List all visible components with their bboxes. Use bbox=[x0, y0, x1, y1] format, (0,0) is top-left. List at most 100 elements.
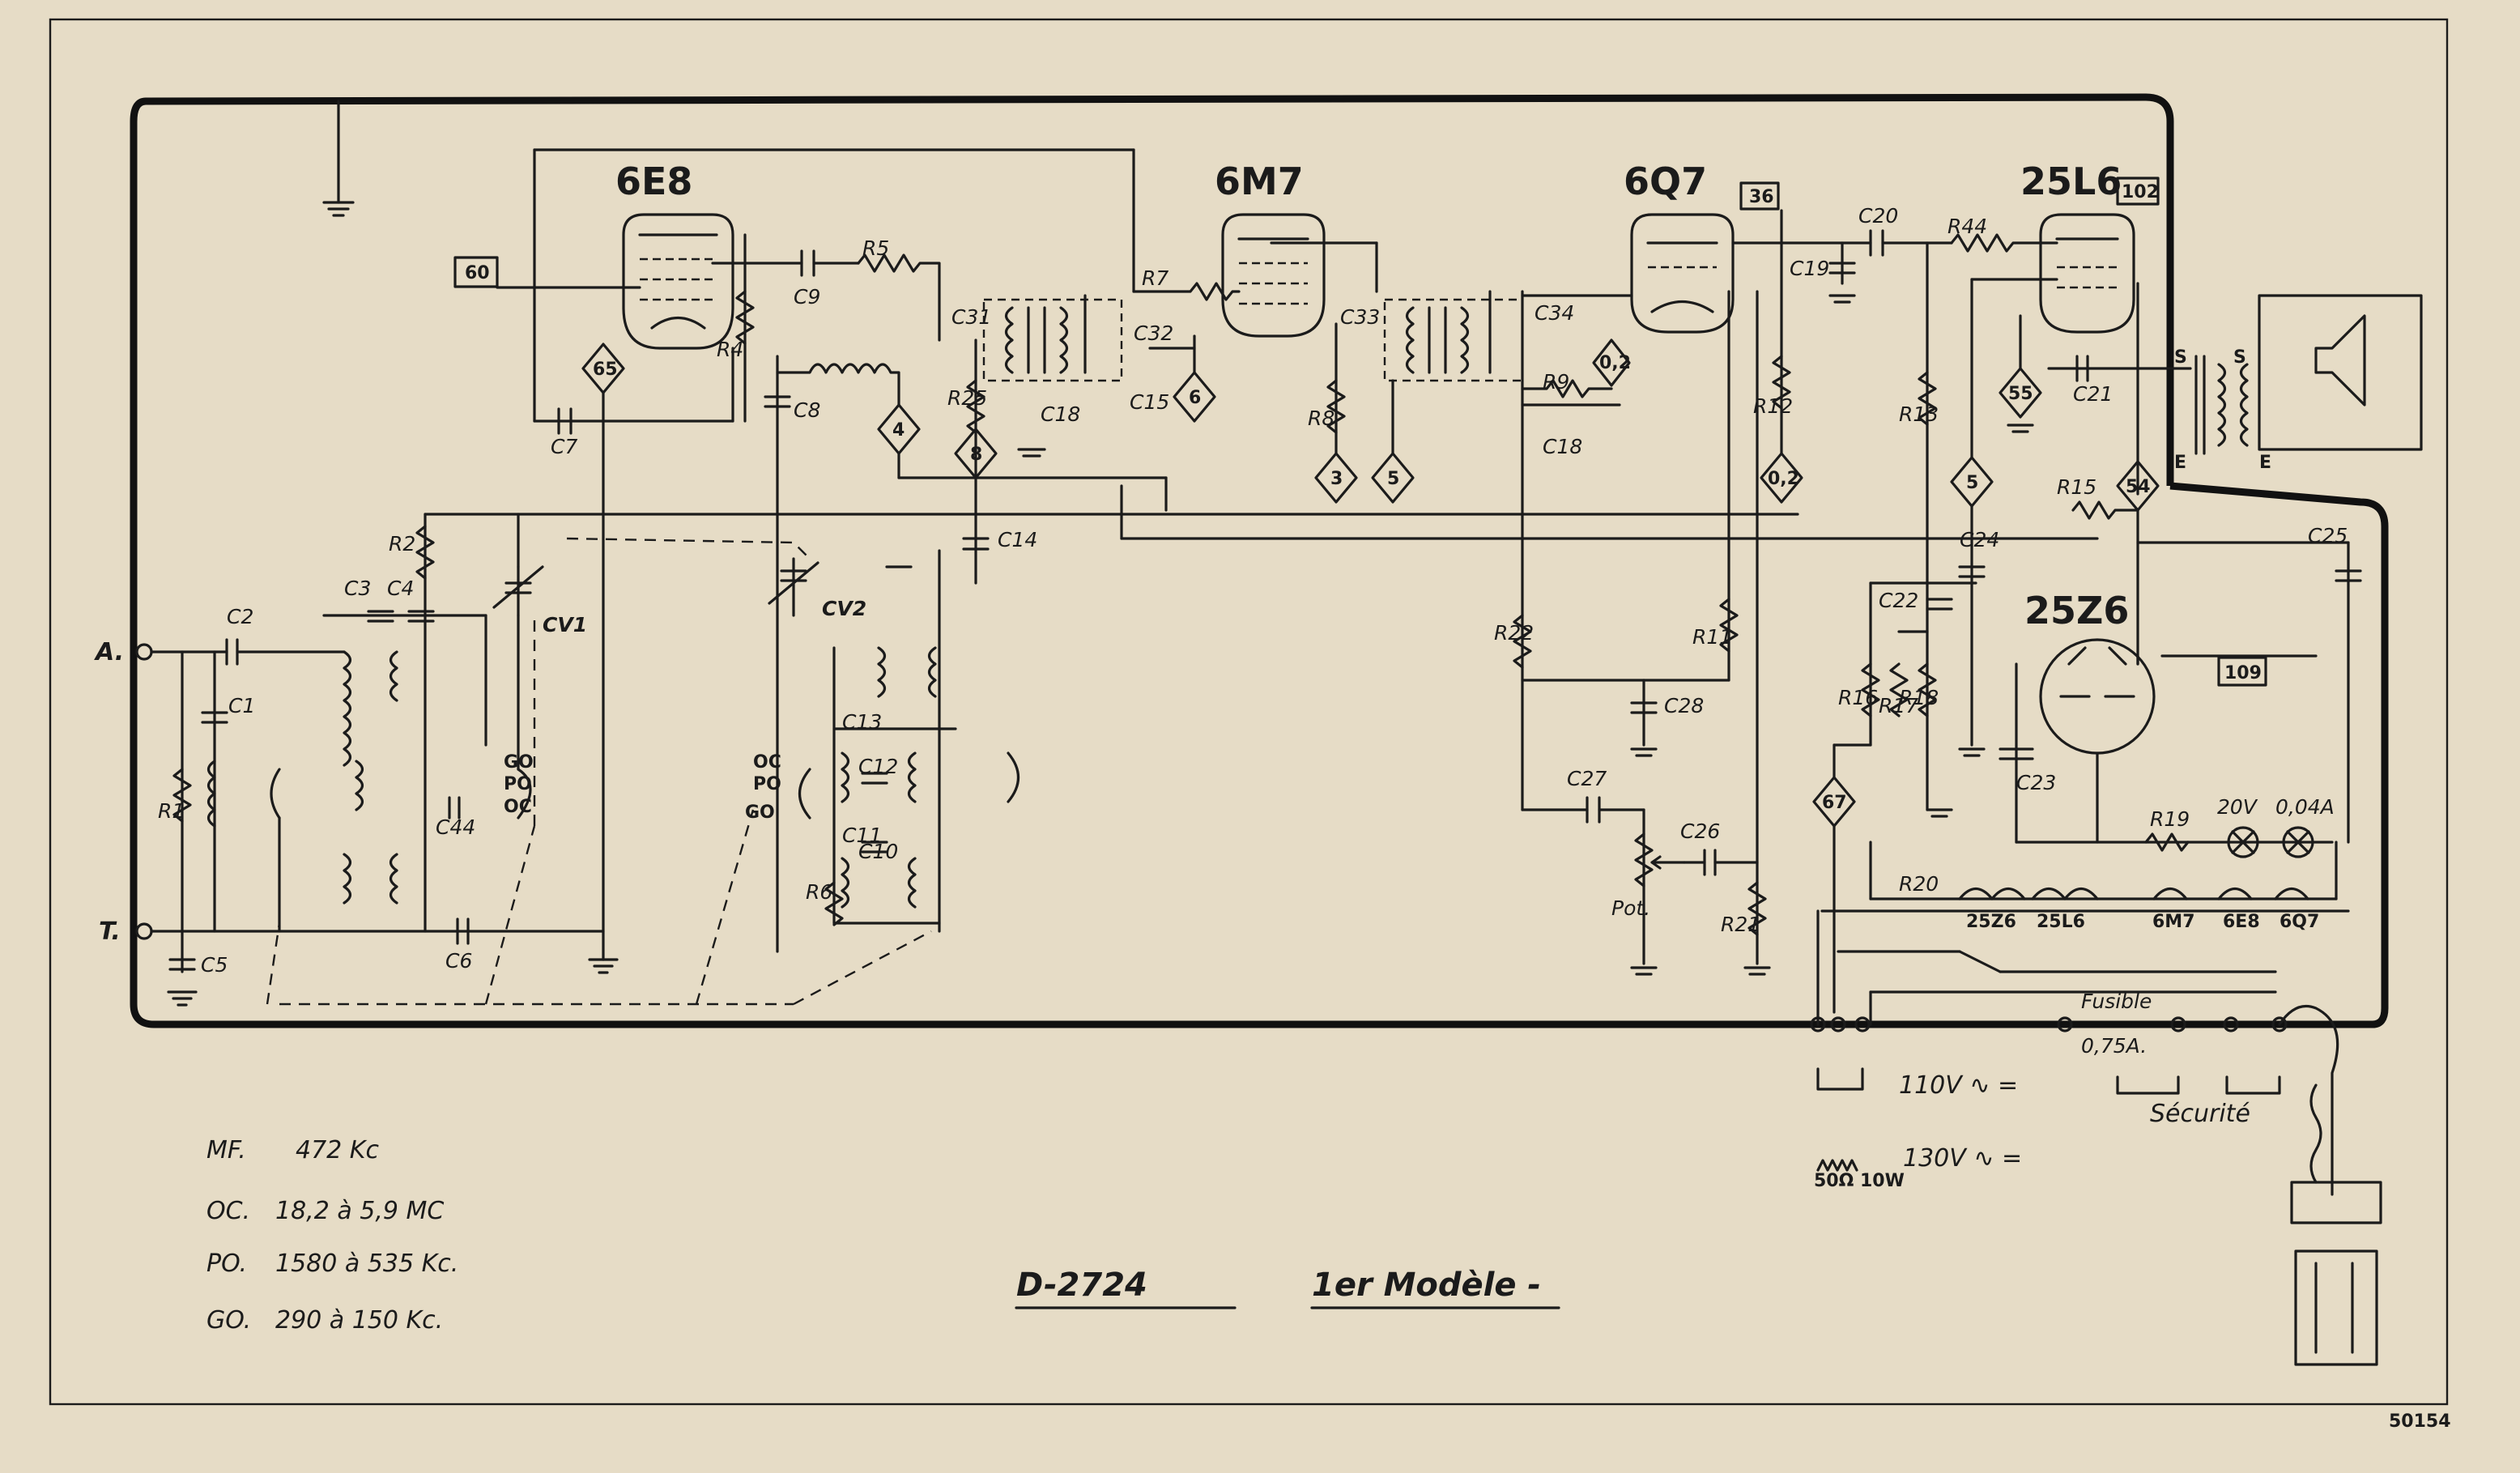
ref-box-109: 109 bbox=[2217, 656, 2267, 687]
ref-box-60: 60 bbox=[453, 256, 499, 288]
svg-text:CV1: CV1 bbox=[543, 613, 587, 636]
svg-text:C18: C18 bbox=[1041, 402, 1080, 426]
svg-text:472 Kc: 472 Kc bbox=[296, 1136, 379, 1164]
tube-6q7 bbox=[1630, 213, 1735, 334]
svg-text:C12: C12 bbox=[858, 755, 898, 778]
svg-text:1580 à 535 Kc.: 1580 à 535 Kc. bbox=[275, 1249, 458, 1278]
tube-label-6e8: 6E8 bbox=[615, 160, 692, 203]
svg-text:PO: PO bbox=[753, 774, 781, 794]
svg-text:C27: C27 bbox=[1567, 767, 1607, 790]
svg-text:C7: C7 bbox=[551, 435, 577, 458]
mains-resistor: 50Ω 10W bbox=[1814, 1171, 1905, 1191]
fuse-rating: 0,75A. bbox=[2081, 1034, 2147, 1058]
tube-label-25l6: 25L6 bbox=[2020, 160, 2122, 203]
safety-label: Sécurité bbox=[2150, 1100, 2250, 1128]
svg-text:GO.: GO. bbox=[206, 1306, 251, 1335]
voltage-02a: 0,2 bbox=[1599, 353, 1631, 373]
svg-text:R6: R6 bbox=[806, 880, 832, 904]
svg-text:C25: C25 bbox=[2308, 524, 2348, 547]
svg-text:C20: C20 bbox=[1858, 204, 1898, 228]
mains-130: 130V ∿ = bbox=[1903, 1144, 2022, 1173]
chassis-top bbox=[145, 93, 2174, 486]
fuse-label: Fusible bbox=[2081, 990, 2152, 1013]
chassis-outline bbox=[130, 97, 2389, 1028]
rf-oscillator bbox=[768, 549, 1019, 933]
svg-text:R9: R9 bbox=[1543, 370, 1569, 394]
band-switch-right: OC PO GO bbox=[745, 752, 781, 823]
svg-text:C31: C31 bbox=[951, 305, 991, 329]
voltage-67: 67 bbox=[1822, 793, 1847, 813]
svg-text:25L6: 25L6 bbox=[2037, 912, 2085, 932]
svg-text:36: 36 bbox=[1749, 187, 1774, 207]
earth-terminal: T. bbox=[99, 917, 121, 946]
svg-text:R1: R1 bbox=[158, 799, 185, 823]
svg-text:C2: C2 bbox=[227, 605, 253, 628]
svg-text:GO: GO bbox=[504, 752, 534, 773]
svg-text:C11: C11 bbox=[842, 824, 882, 847]
svg-text:OC: OC bbox=[504, 797, 532, 817]
frequency-legend: MF. 472 Kc OC. 18,2 à 5,9 MC PO. 1580 à … bbox=[206, 1136, 458, 1335]
ref-box-102: 102 bbox=[2116, 177, 2160, 206]
svg-text:C10: C10 bbox=[858, 840, 898, 863]
svg-text:C8: C8 bbox=[794, 398, 820, 422]
component-labels: C2 C1 C3 C4 C5 C6 C7 C8 C9 C13 C12 C11 C… bbox=[158, 204, 2348, 977]
svg-text:R25: R25 bbox=[947, 386, 987, 410]
svg-text:R15: R15 bbox=[2057, 475, 2096, 499]
svg-text:C1: C1 bbox=[228, 694, 255, 717]
lamp-current: 0,04A bbox=[2275, 795, 2335, 819]
svg-text:C4: C4 bbox=[387, 577, 414, 600]
svg-text:60: 60 bbox=[465, 263, 490, 283]
tube-6e8 bbox=[622, 213, 734, 350]
svg-text:C3: C3 bbox=[344, 577, 371, 600]
svg-text:25Z6: 25Z6 bbox=[1966, 912, 2016, 932]
svg-text:R8: R8 bbox=[1308, 407, 1334, 430]
svg-text:C22: C22 bbox=[1879, 589, 1918, 612]
tube-label-6m7: 6M7 bbox=[1215, 160, 1304, 203]
svg-text:R7: R7 bbox=[1142, 266, 1168, 290]
svg-text:E: E bbox=[2259, 453, 2271, 473]
svg-text:6M7: 6M7 bbox=[2152, 912, 2195, 932]
model-title: D-2724 bbox=[1016, 1267, 1147, 1304]
page-border bbox=[49, 18, 2449, 1406]
voltage-5a: 5 bbox=[1387, 469, 1399, 489]
voltage-4: 4 bbox=[892, 420, 905, 441]
voltage-6: 6 bbox=[1189, 388, 1201, 408]
svg-text:C5: C5 bbox=[201, 953, 228, 977]
svg-text:102: 102 bbox=[2122, 182, 2159, 202]
svg-text:C21: C21 bbox=[2073, 382, 2113, 406]
svg-text:R13: R13 bbox=[1899, 402, 1939, 426]
voltage-02b: 0,2 bbox=[1768, 469, 1799, 489]
svg-text:6Q7: 6Q7 bbox=[2279, 912, 2319, 932]
svg-text:290 à 150 Kc.: 290 à 150 Kc. bbox=[275, 1306, 443, 1335]
svg-text:PO: PO bbox=[504, 774, 532, 794]
svg-text:R5: R5 bbox=[862, 236, 889, 260]
svg-text:R11: R11 bbox=[1692, 625, 1732, 649]
svg-text:C14: C14 bbox=[998, 528, 1037, 551]
voltage-3: 3 bbox=[1330, 469, 1343, 489]
svg-text:R19: R19 bbox=[2150, 807, 2190, 831]
svg-text:R4: R4 bbox=[717, 338, 743, 361]
tube-label-25z6: 25Z6 bbox=[2024, 589, 2129, 632]
wiring bbox=[415, 148, 2423, 1366]
voltage-55: 55 bbox=[2008, 384, 2033, 404]
svg-text:C13: C13 bbox=[842, 710, 882, 734]
ground-symbols bbox=[167, 294, 2034, 1007]
svg-text:C32: C32 bbox=[1134, 321, 1173, 345]
lamp-voltage: 20V bbox=[2217, 795, 2258, 819]
voltage-5b: 5 bbox=[1966, 473, 1978, 493]
svg-text:CV2: CV2 bbox=[822, 597, 866, 620]
svg-text:R2: R2 bbox=[389, 532, 415, 556]
svg-text:R22: R22 bbox=[1494, 621, 1534, 645]
tube-25l6 bbox=[2039, 213, 2135, 334]
svg-text:E: E bbox=[2174, 453, 2186, 473]
svg-text:R17: R17 bbox=[1879, 694, 1918, 717]
edition-title: 1er Modèle - bbox=[1312, 1267, 1541, 1304]
svg-text:109: 109 bbox=[2224, 663, 2262, 683]
svg-text:C23: C23 bbox=[2016, 771, 2056, 794]
ganged-linkage bbox=[266, 537, 932, 1006]
svg-text:C9: C9 bbox=[794, 285, 820, 309]
rf-input bbox=[135, 513, 605, 973]
svg-text:GO: GO bbox=[745, 802, 775, 823]
